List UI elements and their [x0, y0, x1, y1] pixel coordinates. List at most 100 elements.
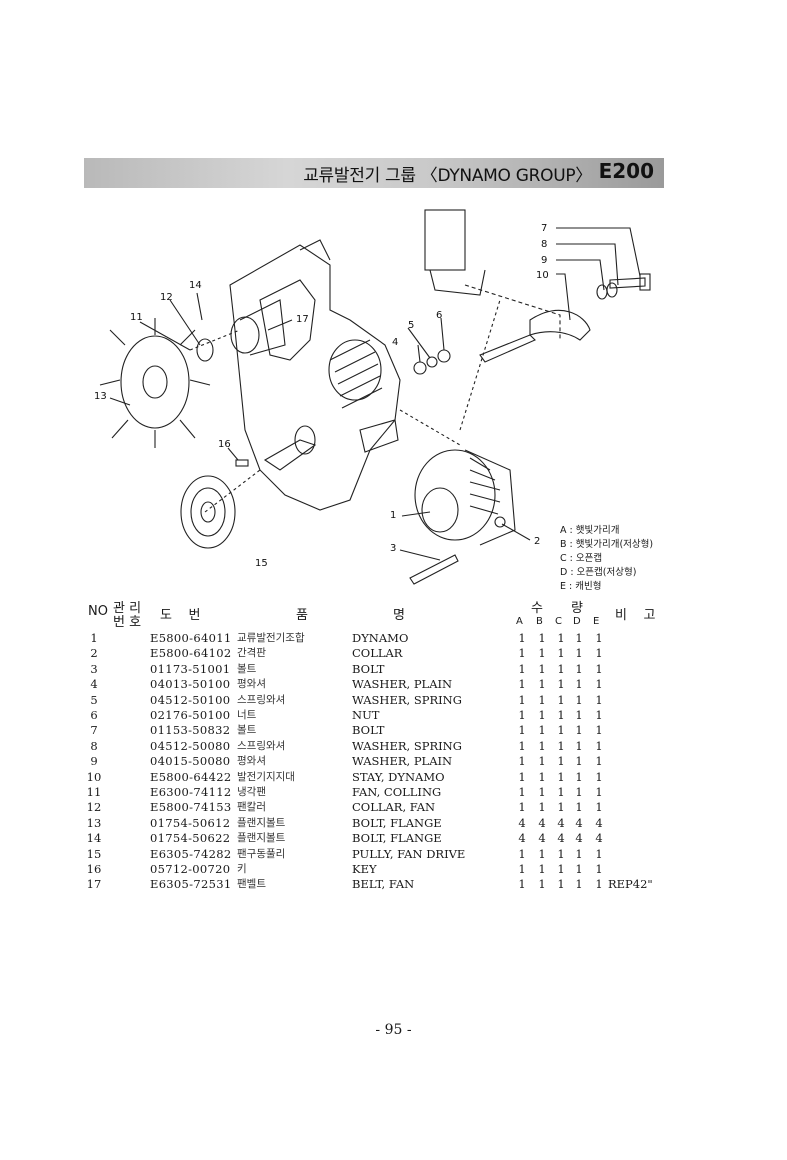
callout-6: 6 [436, 310, 442, 321]
drawing-number: 05712-00720 [150, 862, 231, 876]
callout-13: 13 [94, 391, 107, 402]
qty-e: 1 [595, 785, 603, 799]
qty-b: 1 [538, 862, 546, 876]
qty-e: 1 [595, 800, 603, 815]
header-no: NO [88, 604, 108, 619]
qty-c: 1 [557, 708, 565, 722]
drawing-number: E5800-74153 [150, 800, 232, 815]
header-drawing-no: 도 번 [160, 608, 201, 623]
qty-a: 1 [518, 692, 526, 707]
header-qty-left: 수 [531, 601, 543, 616]
qty-b: 1 [538, 661, 546, 676]
qty-d: 1 [575, 846, 583, 861]
qty-b: 1 [538, 846, 546, 861]
korean-name: 키 [237, 863, 247, 875]
drawing-number: E5800-64011 [150, 631, 232, 645]
qty-d: 1 [575, 692, 583, 707]
english-name: FAN, COLLING [352, 785, 442, 799]
header-mgmt-bottom: 번 호 [113, 615, 142, 630]
legend-item: E : 캐빈형 [560, 581, 602, 592]
row-no: 2 [90, 646, 98, 661]
qty-b: 1 [538, 754, 546, 769]
qty-d: 1 [575, 646, 583, 661]
qty-e: 1 [595, 846, 603, 861]
callout-2: 2 [534, 536, 540, 547]
qty-e: 1 [595, 661, 603, 676]
korean-name: 스프링와셔 [237, 739, 286, 752]
qty-e: 1 [595, 738, 603, 753]
english-name: STAY, DYNAMO [352, 769, 445, 784]
qty-e: 4 [595, 831, 603, 846]
qty-d: 4 [575, 831, 583, 846]
qty-a: 1 [518, 723, 526, 738]
drawing-number: 04512-50100 [150, 692, 231, 707]
qty-c: 4 [557, 831, 565, 846]
qty-a: 1 [518, 800, 526, 815]
legend-item: B : 햇빛가리개(저상형) [560, 539, 654, 550]
engine-block-outline [229, 244, 401, 511]
korean-name: 발전기지지대 [237, 770, 295, 783]
korean-name: 팬칼러 [237, 801, 266, 814]
drawing-number: 01173-51001 [150, 661, 231, 676]
qty-d: 1 [575, 738, 583, 753]
qty-b: 1 [538, 692, 546, 707]
qty-e: 1 [595, 769, 603, 784]
qty-d: 1 [575, 677, 583, 692]
qty-a: 1 [518, 785, 526, 799]
qty-a: 1 [518, 862, 526, 876]
qty-a: 1 [518, 661, 526, 676]
korean-name: 플랜지볼트 [237, 832, 286, 845]
header-name-left: 품 [296, 608, 308, 623]
callout-16: 16 [218, 439, 231, 450]
callout-10: 10 [536, 270, 549, 281]
drawing-number: E5800-64422 [150, 769, 232, 784]
exploded-parts-diagram: 7 8 9 10 14 12 11 17 5 6 4 13 16 1 2 3 1… [94, 209, 651, 585]
qty-b: 1 [538, 723, 546, 738]
qty-c: 1 [557, 877, 565, 892]
english-name: PULLY, FAN DRIVE [352, 846, 466, 861]
callout-9: 9 [541, 255, 547, 266]
english-name: NUT [352, 708, 380, 722]
qty-b: 1 [538, 708, 546, 722]
row-no: 6 [90, 708, 98, 722]
qty-e: 1 [595, 723, 603, 738]
qty-c: 1 [557, 738, 565, 753]
qty-d: 4 [575, 815, 583, 830]
qty-b: 1 [538, 738, 546, 753]
row-no: 16 [86, 862, 102, 876]
qty-c: 1 [557, 677, 565, 692]
drawing-number: E6305-72531 [150, 877, 232, 892]
english-name: WASHER, SPRING [352, 692, 462, 707]
qty-c: 1 [557, 769, 565, 784]
qty-d: 1 [575, 800, 583, 815]
drawing-number: E6300-74112 [150, 785, 232, 799]
callout-5: 5 [408, 320, 414, 331]
callout-11: 11 [130, 312, 143, 323]
model-legend: A : 햇빛가리개 B : 햇빛가리개(저상형) C : 오픈캡 D : 오픈캡… [560, 524, 653, 594]
english-name: BOLT [352, 723, 385, 738]
qty-e: 1 [595, 877, 603, 892]
qty-a: 1 [518, 631, 526, 645]
korean-name: 볼트 [237, 662, 257, 675]
qty-e: 1 [595, 692, 603, 707]
callout-1: 1 [390, 510, 396, 521]
drawing-number: 01153-50832 [150, 723, 231, 738]
english-name: WASHER, SPRING [352, 738, 462, 753]
qty-b: 4 [538, 815, 546, 830]
qty-d: 1 [575, 769, 583, 784]
row-no: 13 [86, 815, 102, 830]
row-no: 9 [90, 754, 98, 769]
row-no: 7 [90, 723, 98, 738]
qty-c: 1 [557, 800, 565, 815]
qty-a: 4 [518, 815, 526, 830]
drawing-number: 01754-50622 [150, 831, 231, 846]
korean-name: 교류발전기조합 [237, 632, 305, 644]
